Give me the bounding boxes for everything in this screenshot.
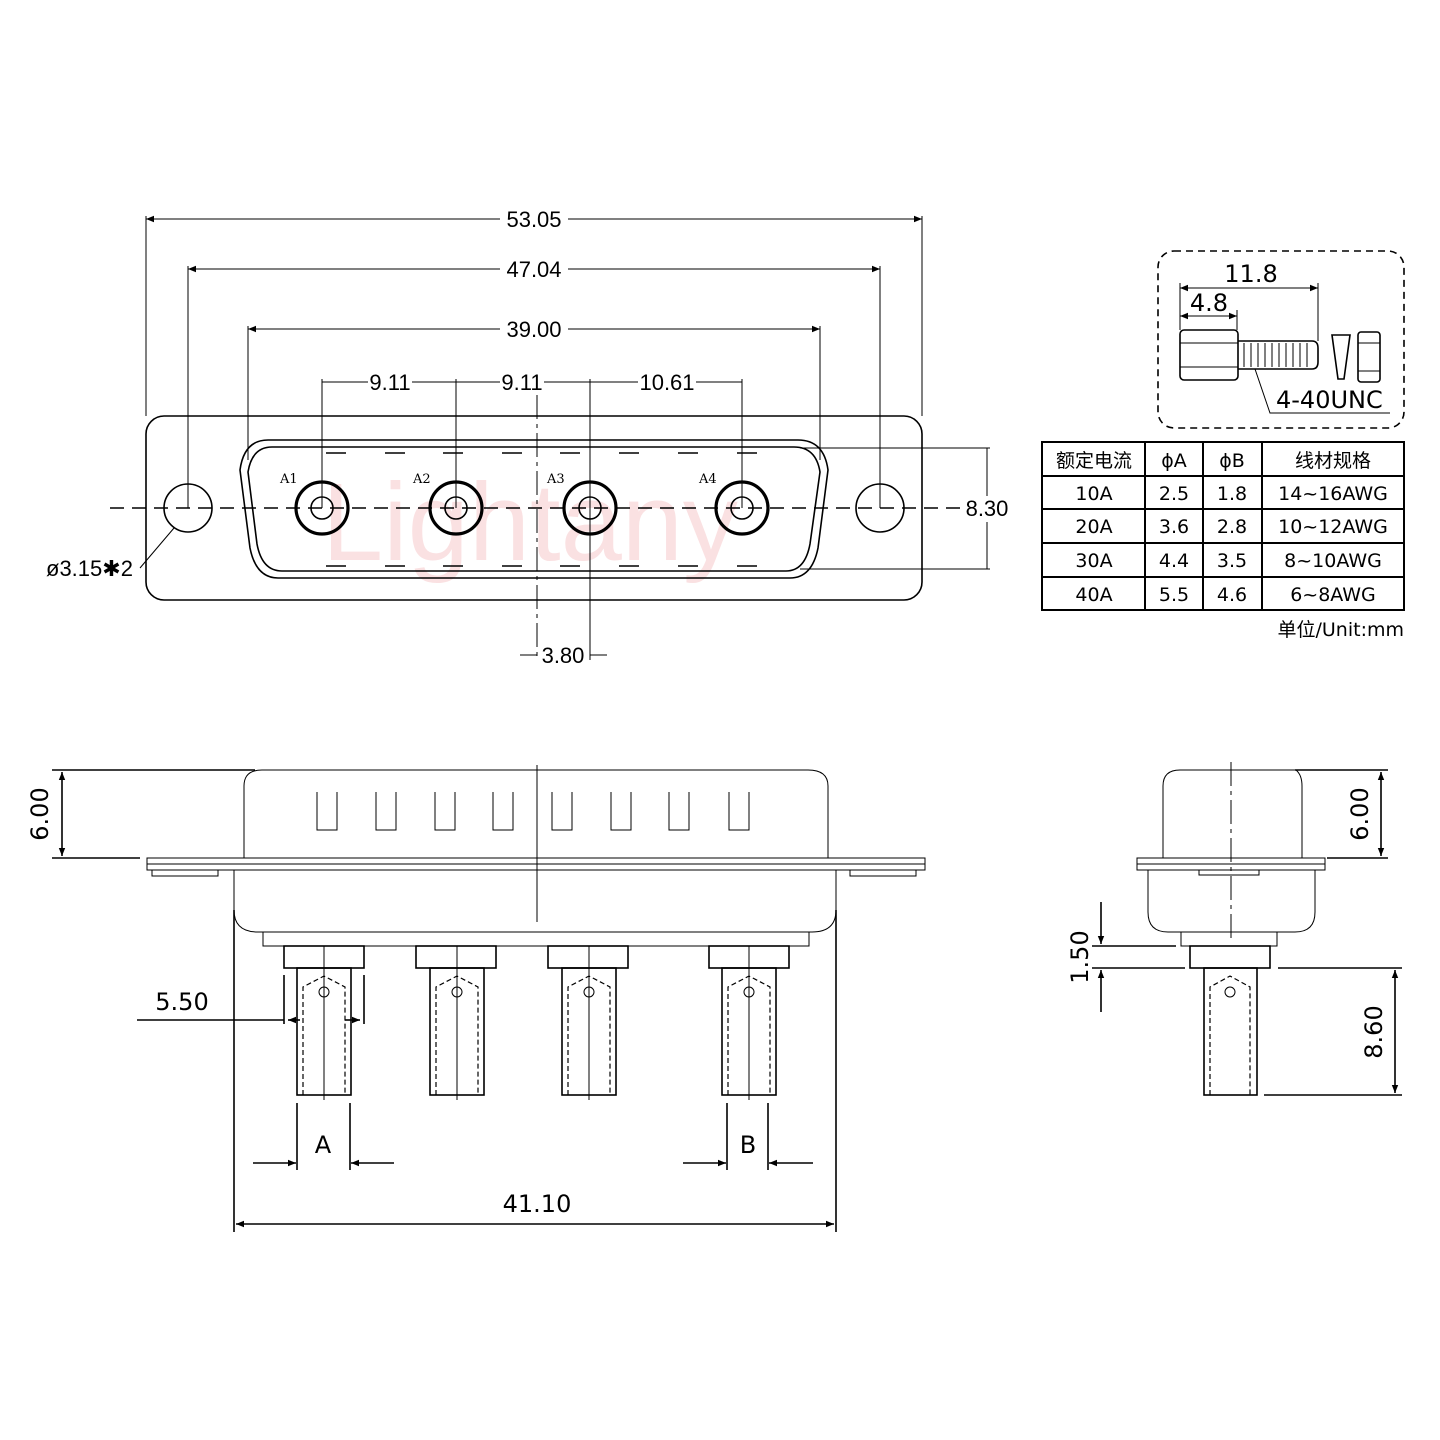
dim-contact-width: 5.50	[137, 975, 365, 1024]
svg-text:20A: 20A	[1075, 516, 1112, 538]
svg-text:6.00: 6.00	[26, 787, 54, 840]
screw-detail: 11.8 4.8 4-40UNC	[1157, 250, 1405, 429]
svg-text:8.60: 8.60	[1360, 1005, 1388, 1058]
svg-text:5.50: 5.50	[155, 988, 208, 1016]
watermark: Lightany	[322, 461, 738, 584]
contact-2	[415, 945, 497, 1100]
dim-dia-a: A	[253, 1103, 394, 1170]
pin-label: A1	[279, 472, 298, 487]
svg-text:6.00: 6.00	[1346, 787, 1374, 840]
dim-hex-length: 4.8	[1190, 289, 1228, 317]
svg-text:39.00: 39.00	[506, 317, 561, 342]
svg-text:47.04: 47.04	[506, 257, 561, 282]
side-view: 6.00 5.50 A B	[26, 765, 926, 1232]
svg-text:2.8: 2.8	[1217, 516, 1247, 538]
svg-text:6~8AWG: 6~8AWG	[1290, 584, 1376, 606]
svg-text:1.50: 1.50	[1066, 930, 1094, 983]
contact-4	[708, 945, 790, 1100]
shell-slots	[316, 792, 750, 831]
table-header: 额定电流 ϕA ϕB 线材规格	[1056, 450, 1371, 472]
svg-text:额定电流: 额定电流	[1056, 450, 1132, 472]
shell-inner	[247, 446, 821, 572]
dim-mount-hole-pitch: 47.04	[187, 256, 881, 508]
svg-text:40A: 40A	[1075, 584, 1112, 606]
contact-3	[547, 945, 629, 1100]
contact-1	[283, 945, 365, 1100]
svg-text:1.8: 1.8	[1217, 483, 1247, 505]
svg-text:ø3.15✱2: ø3.15✱2	[46, 556, 133, 581]
hex-nut	[1357, 331, 1381, 383]
dim-shell-height: 6.00	[26, 769, 255, 859]
dim-center-offset: 3.80	[520, 643, 607, 668]
dim-contact-length: 8.60	[1264, 967, 1402, 1096]
pin-label: A2	[412, 472, 431, 487]
shell-upper	[1162, 769, 1303, 858]
svg-text:ϕA: ϕA	[1161, 450, 1187, 472]
svg-text:ϕB: ϕB	[1219, 450, 1245, 472]
dim-overall-width: 53.05	[145, 206, 923, 416]
dim-step-height: 1.50	[1066, 902, 1185, 1012]
svg-text:53.05: 53.05	[506, 207, 561, 232]
thread-spec: 4-40UNC	[1276, 386, 1383, 414]
threaded-stud	[1238, 340, 1319, 370]
dim-mount-hole-diameter: ø3.15✱2	[46, 527, 175, 581]
svg-text:A: A	[315, 1131, 332, 1159]
front-view: Lightany A1 A2 A3 A4	[46, 206, 1012, 668]
dim-body-width: 41.10	[233, 910, 837, 1232]
svg-text:线材规格: 线材规格	[1295, 450, 1371, 472]
detail-frame	[1157, 250, 1405, 429]
lock-washer	[1331, 334, 1351, 380]
svg-text:8.30: 8.30	[966, 496, 1009, 521]
svg-text:9.11: 9.11	[501, 370, 542, 395]
svg-text:B: B	[740, 1131, 756, 1159]
svg-text:30A: 30A	[1075, 550, 1112, 572]
table-row: 40A 5.5 4.6 6~8AWG	[1075, 584, 1375, 606]
shell-slots	[326, 452, 757, 567]
dim-shell-height: 6.00	[1295, 769, 1388, 859]
dim-pin-pitch: 9.11 9.11 10.61	[321, 370, 743, 660]
svg-text:3.80: 3.80	[542, 643, 585, 668]
shell-upper	[243, 769, 829, 858]
table-row: 10A 2.5 1.8 14~16AWG	[1075, 483, 1387, 505]
svg-text:10A: 10A	[1075, 483, 1112, 505]
table-row: 30A 4.4 3.5 8~10AWG	[1075, 550, 1381, 572]
shell-outer	[239, 439, 829, 579]
contact	[1203, 967, 1258, 1096]
svg-text:41.10: 41.10	[503, 1190, 572, 1218]
spec-table: 额定电流 ϕA ϕB 线材规格 10A 2.5 1.8 14~16AWG 20A…	[1041, 441, 1405, 641]
svg-text:4.4: 4.4	[1159, 550, 1189, 572]
svg-text:2.5: 2.5	[1159, 483, 1189, 505]
body-lower	[233, 870, 837, 933]
unit-note: 单位/Unit:mm	[1278, 619, 1405, 641]
svg-text:3.5: 3.5	[1217, 550, 1247, 572]
end-view: 6.00 1.50 8.60	[1066, 762, 1402, 1096]
svg-text:3.6: 3.6	[1159, 516, 1189, 538]
dim-screw-length: 11.8	[1224, 260, 1277, 288]
pin-label: A4	[698, 472, 717, 487]
hex-standoff	[1179, 329, 1239, 381]
svg-text:4.6: 4.6	[1217, 584, 1247, 606]
dim-dia-b: B	[683, 1103, 813, 1170]
svg-text:10~12AWG: 10~12AWG	[1278, 516, 1388, 538]
table-row: 20A 3.6 2.8 10~12AWG	[1075, 516, 1387, 538]
svg-text:10.61: 10.61	[639, 370, 694, 395]
svg-text:8~10AWG: 8~10AWG	[1284, 550, 1382, 572]
svg-text:9.11: 9.11	[369, 370, 410, 395]
svg-text:14~16AWG: 14~16AWG	[1278, 483, 1388, 505]
svg-text:5.5: 5.5	[1159, 584, 1189, 606]
dim-shell-height: 8.30	[800, 447, 1012, 570]
pin-label: A3	[546, 472, 565, 487]
dim-shell-width: 39.00	[247, 316, 821, 460]
